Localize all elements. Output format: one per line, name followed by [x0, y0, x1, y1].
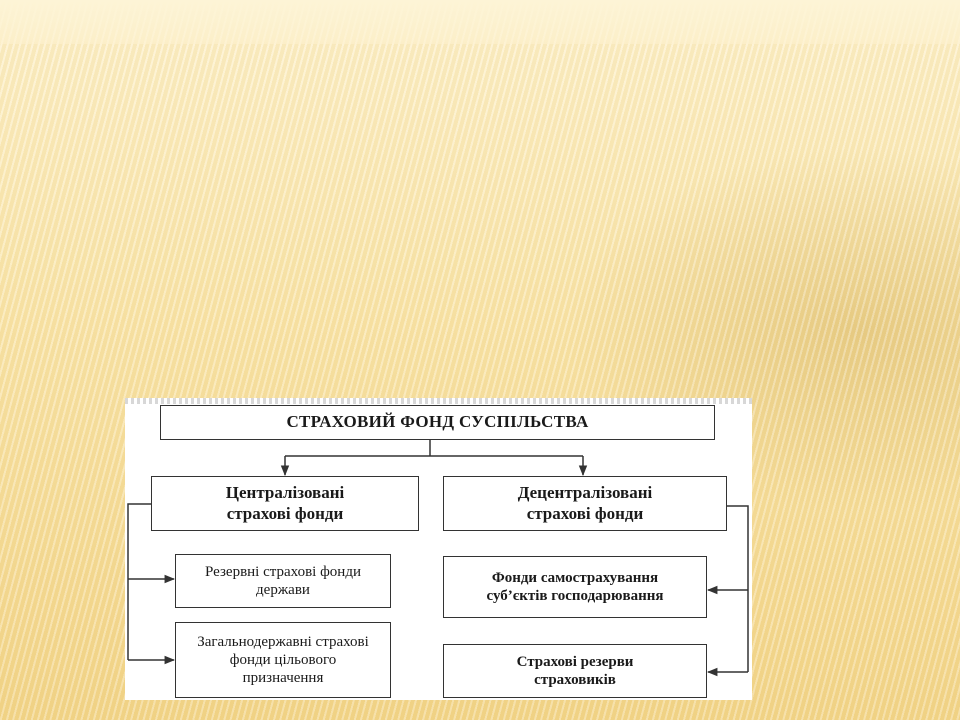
- national-target-funds-line1: Загальнодержавні страхові: [197, 634, 369, 650]
- insurer-reserves-line2: страховиків: [534, 672, 616, 688]
- self-insurance-funds-line1: Фонди самострахування: [491, 570, 659, 586]
- left-bracket-line: [127, 503, 151, 660]
- centralized-funds-line2: страхові фонди: [226, 503, 344, 523]
- diagram-title: СТРАХОВИЙ ФОНД СУСПІЛЬСТВА: [286, 412, 589, 432]
- centralized-funds-box: Централізовані страхові фонди: [151, 476, 419, 531]
- state-reserve-funds-box: Резервні страхові фонди держави: [175, 554, 391, 608]
- decentralized-funds-box: Децентралізовані страхові фонди: [443, 476, 727, 531]
- decentralized-funds-line1: Децентралізовані: [517, 483, 653, 503]
- scanned-diagram: СТРАХОВИЙ ФОНД СУСПІЛЬСТВА Централізован…: [125, 398, 752, 700]
- scan-edge: [125, 398, 752, 404]
- right-bracket-line: [727, 505, 749, 672]
- self-insurance-funds-line2: суб’єктів господарювання: [486, 588, 664, 604]
- insurer-reserves-box: Страхові резерви страховиків: [443, 644, 707, 698]
- decentralized-funds-line2: страхові фонди: [526, 503, 644, 523]
- state-reserve-funds-line2: держави: [256, 582, 310, 598]
- insurer-reserves-line1: Страхові резерви: [516, 654, 634, 670]
- slide-top-band: [0, 0, 960, 44]
- centralized-funds-line1: Централізовані: [225, 483, 345, 503]
- national-target-funds-line2: фонди цільового: [229, 652, 337, 668]
- national-target-funds-line3: призначення: [242, 670, 324, 686]
- national-target-funds-box: Загальнодержавні страхові фонди цільовог…: [175, 622, 391, 698]
- diagram-title-box: СТРАХОВИЙ ФОНД СУСПІЛЬСТВА: [160, 405, 715, 440]
- state-reserve-funds-line1: Резервні страхові фонди: [205, 564, 361, 580]
- diagram-connectors: [127, 440, 749, 677]
- self-insurance-funds-box: Фонди самострахування суб’єктів господар…: [443, 556, 707, 618]
